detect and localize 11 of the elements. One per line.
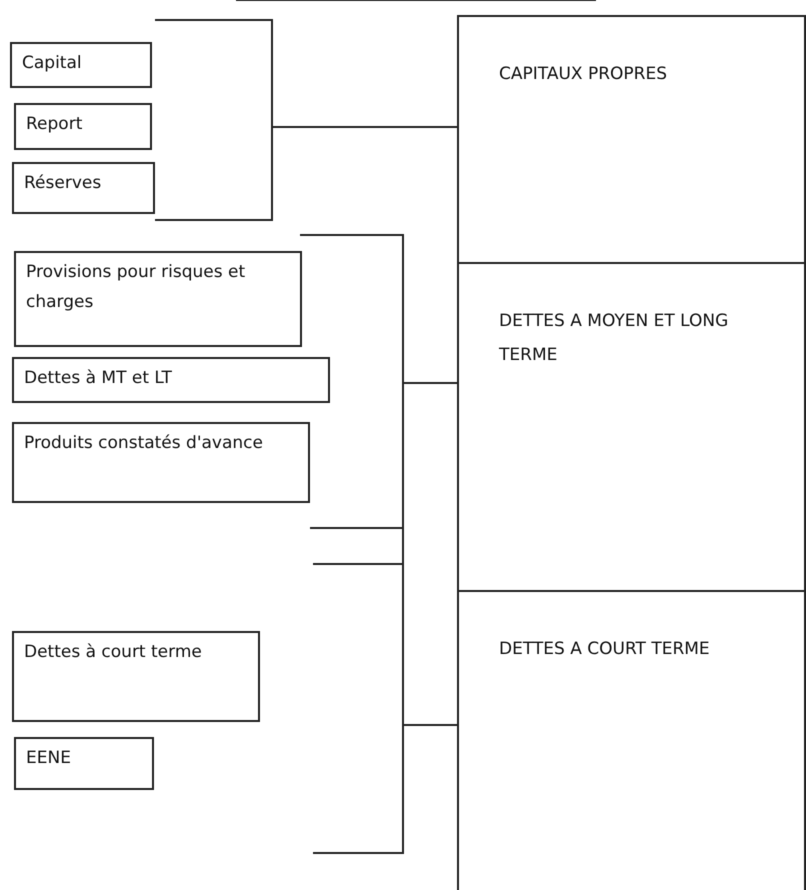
- balance-section: DETTES A COURT TERME: [457, 590, 806, 890]
- account-box: EENE: [14, 737, 154, 790]
- account-box: Provisions pour risques et charges: [14, 251, 302, 347]
- account-box: Dettes à MT et LT: [12, 357, 330, 403]
- account-box: Dettes à court terme: [12, 631, 260, 722]
- account-box: Capital: [10, 42, 152, 88]
- balance-section: DETTES A MOYEN ET LONG TERME: [457, 262, 806, 592]
- account-box: Produits constatés d'avance: [12, 422, 310, 503]
- account-box: Réserves: [12, 162, 155, 214]
- balance-section: CAPITAUX PROPRES: [457, 15, 806, 264]
- account-box: Report: [14, 103, 152, 150]
